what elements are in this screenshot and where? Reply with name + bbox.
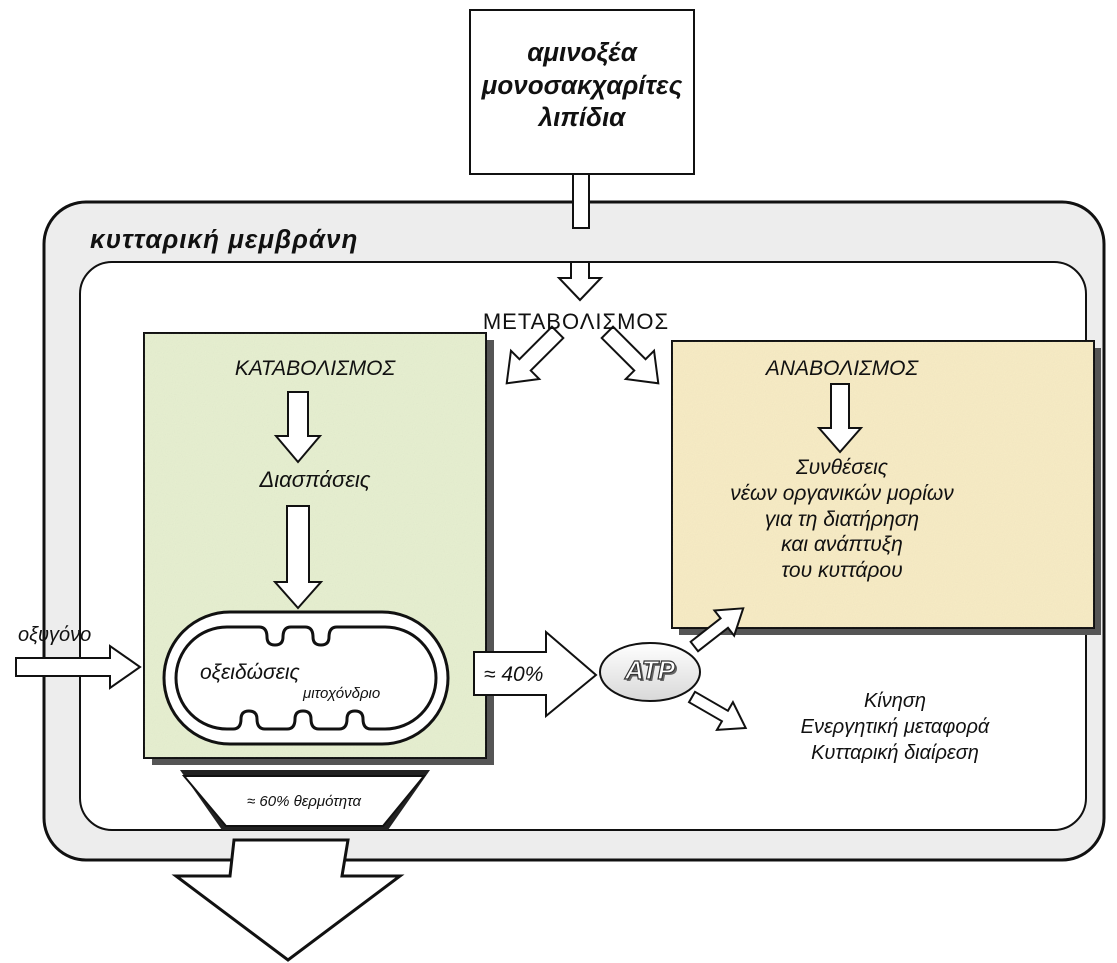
oxidations-label: οξειδώσεις: [200, 661, 300, 684]
arrow-catabolism-to-breakdown-icon: [273, 391, 323, 464]
nutrient-lipids: λιπίδια: [538, 102, 626, 132]
arrow-anabolism-to-synthesis-icon: [816, 383, 864, 454]
synthesis-line: και ανάπτυξη: [781, 533, 903, 557]
atp-share-label: ≈ 40%: [484, 663, 544, 686]
breakdown-label: Διασπάσεις: [259, 467, 371, 492]
arrow-to-catabolism-icon: [505, 325, 565, 385]
nutrients-connector: [572, 173, 590, 229]
heat-funnel-icon: [180, 770, 430, 830]
synthesis-line: νέων οργανικών μορίων: [730, 481, 954, 505]
mitochondrion-label: μιτοχόνδριο: [303, 685, 381, 702]
mitochondrion-icon: [162, 610, 450, 746]
heat-output-arrow-icon: [171, 838, 405, 962]
oxygen-label: οξυγόνο: [18, 624, 92, 646]
nutrients-text: αμινοξέα μονοσακχαρίτες λιπίδια: [470, 36, 694, 134]
arrow-to-metabolism-icon: [556, 261, 604, 302]
synthesis-line: Συνθέσεις: [795, 456, 889, 479]
atp-use-cell-division: Κυτταρική διαίρεση: [811, 742, 979, 764]
energy-to-atp-arrow-icon: [473, 629, 598, 719]
atp-label: ATP: [624, 654, 676, 685]
nutrients-box: [469, 9, 695, 229]
nutrient-amino-acids: αμινοξέα: [527, 37, 637, 67]
heat-label: ≈ 60% θερμότητα: [246, 793, 362, 810]
anabolism-texture: [672, 341, 1094, 628]
synthesis-text: Συνθέσεις νέων οργανικών μορίων για τη δ…: [672, 455, 1012, 584]
atp-use-active-transport: Ενεργητική μεταφορά: [800, 716, 990, 738]
nutrient-monosaccharides: μονοσακχαρίτες: [481, 69, 683, 100]
arrow-breakdown-to-oxidation-icon: [272, 505, 324, 610]
mitochondrion-cristae: [174, 625, 438, 731]
atp-node: [599, 642, 701, 702]
atp-use-movement: Κίνηση: [863, 690, 927, 712]
anabolism-panel: [671, 340, 1101, 635]
arrow-to-anabolism-icon: [600, 325, 660, 385]
membrane-label: κυτταρική μεμβράνη: [90, 224, 359, 254]
atp-uses-list: Κίνηση Ενεργητική μεταφορά Κυτταρική δια…: [750, 688, 1040, 766]
metabolism-label: ΜΕΤΑΒΟΛΙΣΜΟΣ: [482, 309, 670, 334]
synthesis-line: του κυττάρου: [781, 559, 903, 583]
atp-ellipse: [599, 642, 701, 702]
anabolism-title: ΑΝΑΒΟΛΙΣΜΟΣ: [765, 357, 919, 380]
atp-to-anabolism-arrow-icon: [689, 607, 745, 653]
heat-funnel-body: [181, 775, 427, 827]
oxygen-arrow-icon: [15, 644, 142, 690]
atp-to-work-arrow-icon: [687, 690, 748, 731]
catabolism-title: ΚΑΤΑΒΟΛΙΣΜΟΣ: [234, 357, 396, 380]
synthesis-line: για τη διατήρηση: [764, 507, 920, 531]
